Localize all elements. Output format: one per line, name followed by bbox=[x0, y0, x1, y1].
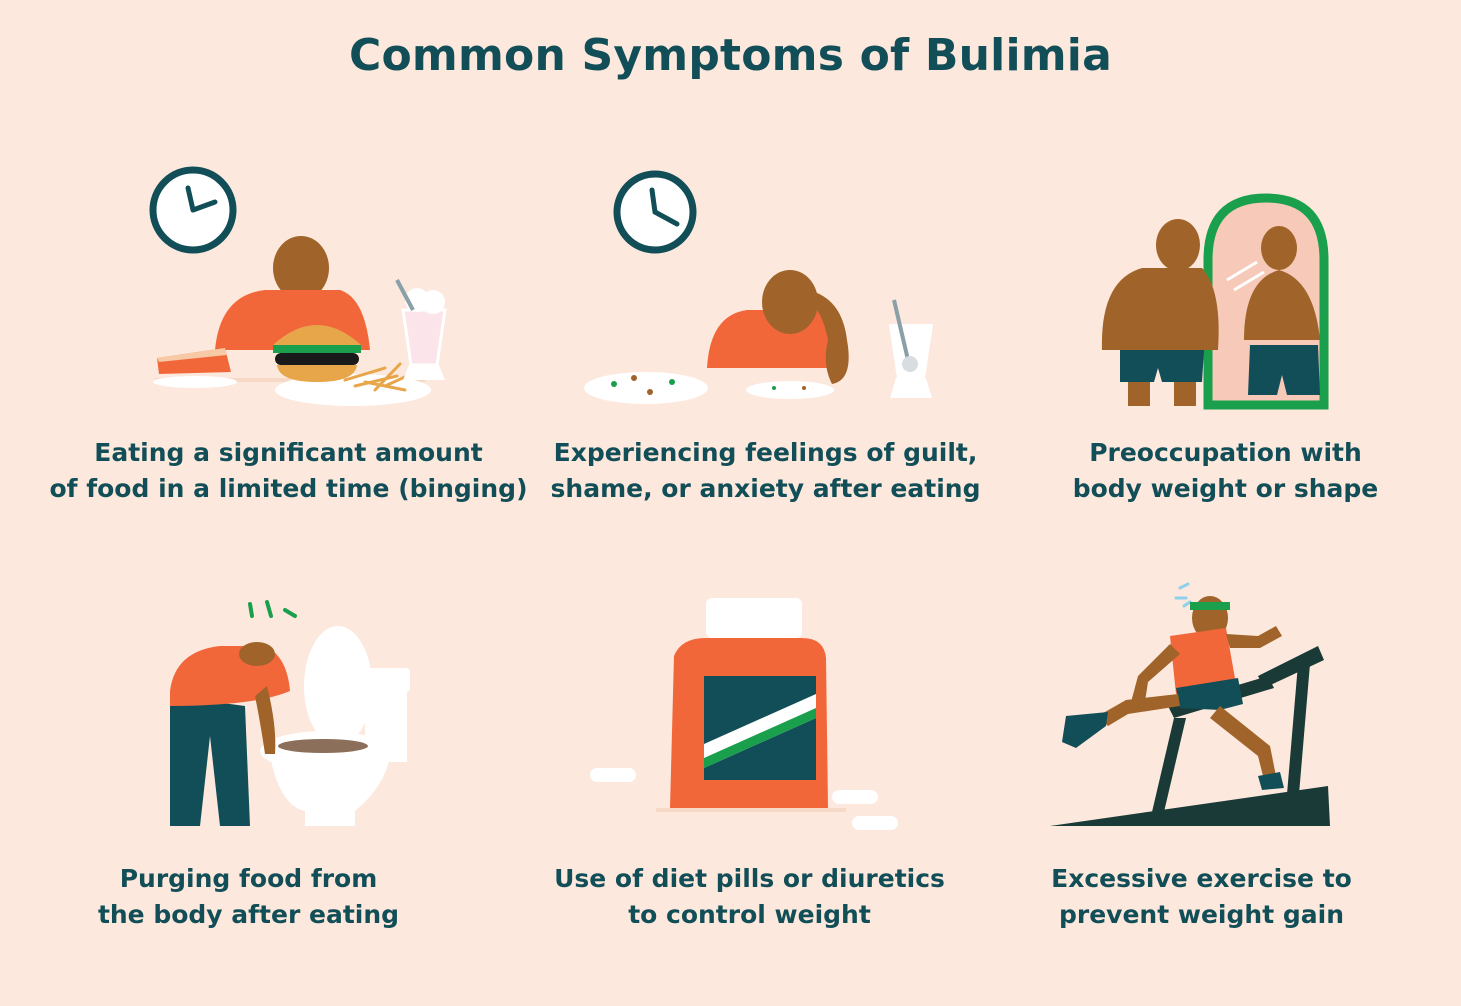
caption-line: Experiencing feelings of guilt, bbox=[553, 438, 978, 467]
symptom-caption: Preoccupation with body weight or shape bbox=[982, 435, 1461, 507]
symptom-card-body-image: Preoccupation with body weight or shape bbox=[982, 150, 1461, 580]
caption-line: to control weight bbox=[628, 900, 871, 929]
caption-line: Excessive exercise to bbox=[1051, 864, 1352, 893]
caption-line: Use of diet pills or diuretics bbox=[554, 864, 945, 893]
symptom-caption: Use of diet pills or diuretics to contro… bbox=[506, 861, 993, 933]
caption-line: Preoccupation with bbox=[1089, 438, 1362, 467]
page-title: Common Symptoms of Bulimia bbox=[349, 30, 1112, 81]
symptom-card-purging: Purging food from the body after eating bbox=[5, 576, 492, 1006]
caption-line: the body after eating bbox=[97, 900, 400, 929]
symptom-card-diet-pills: Use of diet pills or diuretics to contro… bbox=[506, 576, 993, 1006]
symptom-caption: Purging food from the body after eating bbox=[5, 861, 492, 933]
caption-line: of food in a limited time (binging) bbox=[49, 474, 528, 503]
purging-icon bbox=[170, 600, 410, 826]
caption-line: Purging food from bbox=[119, 864, 378, 893]
guilt-icon bbox=[584, 170, 934, 404]
mirror-icon bbox=[1101, 193, 1329, 410]
infographic: Common Symptoms of Bulimia bbox=[45, 30, 1461, 929]
symptom-card-exercise: Excessive exercise to prevent weight gai… bbox=[958, 576, 1445, 1006]
symptom-card-guilt: Experiencing feelings of guilt, shame, o… bbox=[522, 150, 1009, 580]
symptom-card-binging: Eating a significant amount of food in a… bbox=[45, 150, 532, 580]
caption-line: body weight or shape bbox=[1072, 474, 1379, 503]
symptom-caption: Experiencing feelings of guilt, shame, o… bbox=[522, 435, 1009, 507]
caption-line: prevent weight gain bbox=[1059, 900, 1344, 929]
pill-bottle-icon bbox=[590, 598, 898, 830]
caption-line: Eating a significant amount bbox=[94, 438, 483, 467]
symptom-caption: Eating a significant amount of food in a… bbox=[45, 435, 532, 507]
symptom-caption: Excessive exercise to prevent weight gai… bbox=[958, 861, 1445, 933]
caption-line: shame, or anxiety after eating bbox=[550, 474, 981, 503]
treadmill-icon bbox=[1050, 582, 1330, 826]
binge-eating-icon bbox=[149, 166, 447, 406]
